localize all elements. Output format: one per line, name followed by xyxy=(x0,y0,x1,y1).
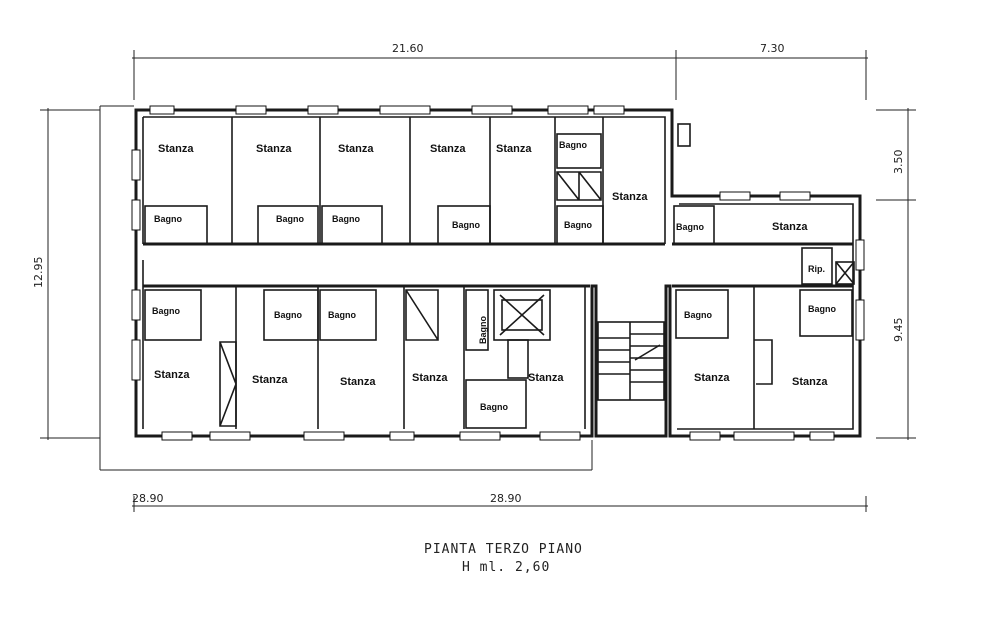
windows xyxy=(131,105,865,441)
room-stanza-8: Stanza xyxy=(154,369,190,381)
room-stanza-6: Stanza xyxy=(612,191,648,203)
room-stanza-10: Stanza xyxy=(340,376,376,388)
room-stanza-9: Stanza xyxy=(252,374,288,386)
room-stanza-12: Stanza xyxy=(528,372,564,384)
room-stanza-14: Stanza xyxy=(792,376,828,388)
room-stanza-2: Stanza xyxy=(256,143,292,155)
room-bagno-6: Bagno xyxy=(564,220,593,230)
corridor xyxy=(143,242,853,288)
dimension-lines xyxy=(40,50,916,512)
room-bagno-14: Bagno xyxy=(808,304,837,314)
lower-partitions xyxy=(144,286,853,429)
room-bagno-13: Bagno xyxy=(684,310,713,320)
dim-top-left: 21.60 xyxy=(392,42,424,55)
room-stanza-3: Stanza xyxy=(338,143,374,155)
dim-right-lower: 9.45 xyxy=(892,318,905,343)
upper-partitions xyxy=(144,117,855,285)
chimney xyxy=(677,123,691,147)
room-bagno-3: Bagno xyxy=(332,214,361,224)
room-bagno-1: Bagno xyxy=(154,214,183,224)
room-stanza-11: Stanza xyxy=(412,372,448,384)
plan-height: H ml. 2,60 xyxy=(462,560,550,575)
dim-bottom-left: 28.90 xyxy=(132,492,164,505)
dim-top-right: 7.30 xyxy=(760,42,785,55)
staircase xyxy=(597,321,665,401)
plan-title: PIANTA TERZO PIANO xyxy=(424,542,583,557)
room-stanza-13: Stanza xyxy=(694,372,730,384)
dim-right-upper: 3.50 xyxy=(892,150,905,175)
room-ripostiglio: Rip. xyxy=(808,264,825,274)
room-bagno-11: Bagno xyxy=(478,316,488,345)
room-stanza-5: Stanza xyxy=(496,143,532,155)
room-bagno-12: Bagno xyxy=(480,402,509,412)
room-stanza-1: Stanza xyxy=(158,143,194,155)
room-bagno-4: Bagno xyxy=(452,220,481,230)
room-bagno-8: Bagno xyxy=(152,306,181,316)
room-bagno-2: Bagno xyxy=(276,214,305,224)
room-bagno-7: Bagno xyxy=(676,222,705,232)
room-stanza-4: Stanza xyxy=(430,143,466,155)
room-bagno-10: Bagno xyxy=(328,310,357,320)
exterior-walls xyxy=(134,108,862,438)
dim-left: 12.95 xyxy=(32,257,45,289)
room-stanza-7: Stanza xyxy=(772,221,808,233)
room-bagno-9: Bagno xyxy=(274,310,303,320)
dim-bottom: 28.90 xyxy=(490,492,522,505)
room-bagno-5: Bagno xyxy=(559,140,588,150)
